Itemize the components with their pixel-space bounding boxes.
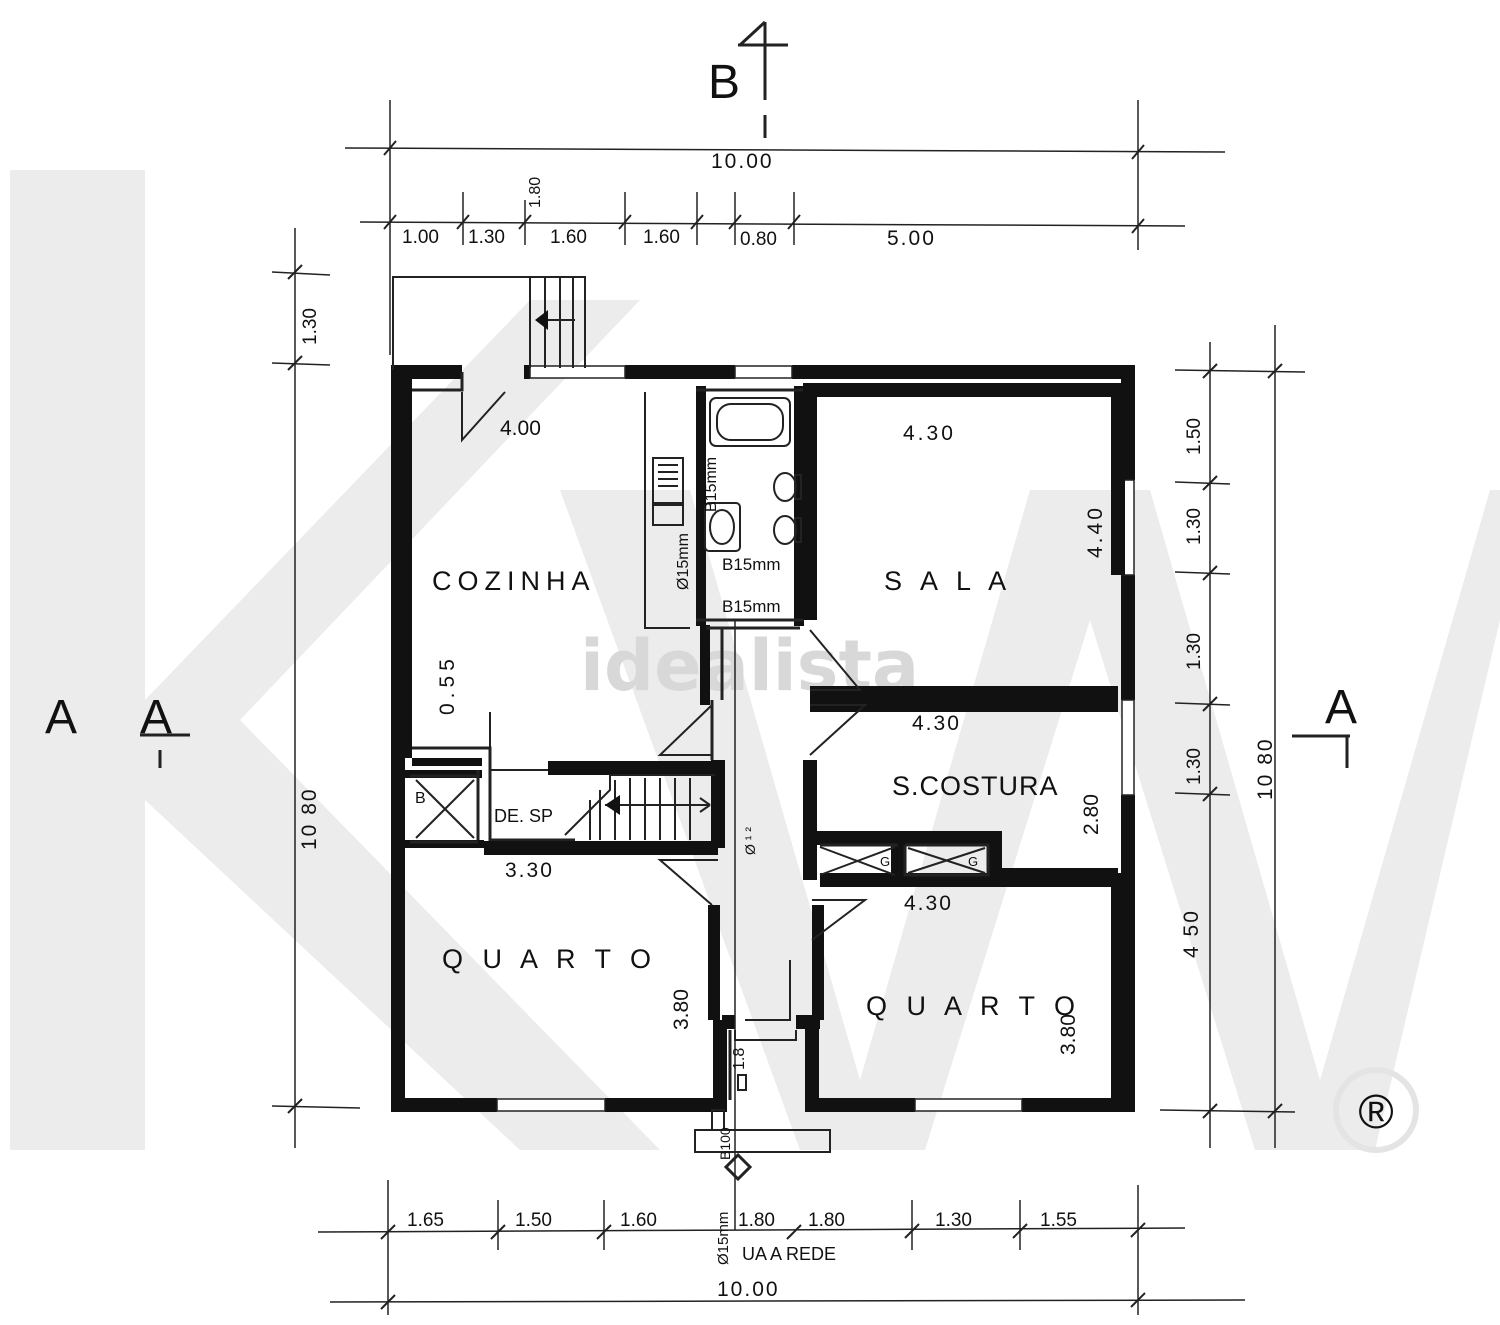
right-seg-2: 1.30 (1184, 508, 1205, 545)
section-a-left-1: A (45, 691, 77, 744)
pipe-b15-top: B15mm (703, 457, 720, 512)
dim-quarto-l-w: 3.30 (505, 859, 554, 882)
bottom-rede-note: UA A REDE (742, 1244, 836, 1264)
door-swings (461, 391, 868, 1021)
left-total: 10 80 (298, 787, 321, 850)
dim-costura-w: 4.30 (912, 712, 961, 735)
exterior-stairs (392, 276, 586, 370)
bottom-dimension-labels: 1.65 1.50 1.60 1.80 1.80 1.30 1.55 Ø15mm… (407, 1210, 1077, 1301)
top-dimension-labels: 10.00 1.00 1.30 1.80 1.60 1.60 0.80 5.00 (402, 150, 936, 250)
top-seg-6: 0.80 (740, 229, 777, 250)
utility-boxes (415, 779, 986, 876)
right-dimension-labels: 10 80 1.50 1.30 1.30 1.30 4 50 (1180, 418, 1277, 958)
room-labels: COZINHA S A L A S.COSTURA Q U A R T O Q … (432, 566, 1081, 1021)
top-seg-7: 5.00 (887, 227, 936, 250)
bathroom-fixtures (704, 397, 802, 552)
kitchen-counter (644, 392, 690, 629)
dim-cozinha-h: 0.55 (436, 654, 459, 715)
room-s-costura: S.COSTURA (892, 771, 1059, 801)
room-dimensions: 4.00 4.30 4.40 0.55 4.30 2.80 3.30 3.80 … (436, 417, 1107, 1055)
bottom-seg-6: 1.30 (935, 1210, 972, 1231)
pipe-annotations: B15mm B15mm B15mm Ø15mm Ø ¹ ² 1.8 B100 B… (415, 457, 978, 1160)
entrance-porch (694, 620, 831, 1230)
section-b-label: B (708, 56, 740, 109)
inner-walls (398, 372, 1125, 1100)
box-b-label: B (415, 790, 426, 807)
room-sala: S A L A (884, 566, 1012, 596)
dim-sala-h: 4.40 (1084, 505, 1107, 558)
pipe-bottom-b: B100 (717, 1127, 733, 1160)
top-seg-2: 1.30 (468, 227, 505, 248)
section-a-right: A (1325, 681, 1357, 734)
dim-sala-w: 4.30 (903, 422, 956, 445)
room-quarto-left: Q U A R T O (442, 944, 657, 974)
box-g2-label: G (968, 854, 978, 869)
pipe-o15-v: Ø15mm (675, 533, 692, 590)
right-total: 10 80 (1254, 737, 1277, 800)
dim-cozinha-w: 4.00 (500, 417, 541, 440)
dim-costura-h: 2.80 (1080, 794, 1103, 835)
dim-quarto-r-w: 4.30 (904, 892, 953, 915)
bottom-seg-5: 1.80 (808, 1210, 845, 1231)
right-seg-3: 1.30 (1184, 633, 1205, 670)
top-seg-5: 1.60 (643, 227, 680, 248)
dim-quarto-l-h: 3.80 (670, 989, 693, 1030)
windows (496, 365, 1135, 1112)
pipe-hall: Ø ¹ ² (742, 827, 758, 855)
bottom-total: 10.00 (717, 1278, 780, 1301)
pipe-vert-18: 1.8 (731, 1048, 748, 1070)
top-seg-1: 1.00 (402, 227, 439, 248)
interior-stairs (564, 774, 715, 840)
room-quarto-right: Q U A R T O (866, 991, 1081, 1021)
bottom-seg-3: 1.60 (620, 1210, 657, 1231)
pipe-b15-b: B15mm (722, 597, 781, 616)
left-dimension-labels: 10 80 1.30 (298, 308, 321, 850)
right-seg-4: 1.30 (1184, 748, 1205, 785)
pipe-b15-a: B15mm (722, 555, 781, 574)
top-seg-4: 1.60 (550, 227, 587, 248)
dimension-lines (271, 100, 1306, 1315)
room-cozinha: COZINHA (432, 566, 596, 596)
top-total: 10.00 (711, 150, 774, 173)
dim-quarto-r-h: 3.80 (1057, 1014, 1080, 1055)
bottom-seg-1: 1.65 (407, 1210, 444, 1231)
box-g1-label: G (880, 854, 890, 869)
room-despensa: DE. SP (494, 806, 553, 826)
right-seg-5: 4 50 (1180, 909, 1203, 958)
registered-mark: ® (1358, 1086, 1393, 1139)
bottom-seg-4: 1.80 (738, 1210, 775, 1231)
bottom-seg-7: 1.55 (1040, 1210, 1077, 1231)
right-seg-1: 1.50 (1184, 418, 1205, 455)
left-top: 1.30 (300, 308, 321, 345)
bottom-seg-2: 1.50 (515, 1210, 552, 1231)
top-seg-3: 1.80 (527, 177, 544, 208)
bottom-pipe-note: Ø15mm (715, 1212, 732, 1265)
section-markers: B A A A (45, 20, 1357, 768)
